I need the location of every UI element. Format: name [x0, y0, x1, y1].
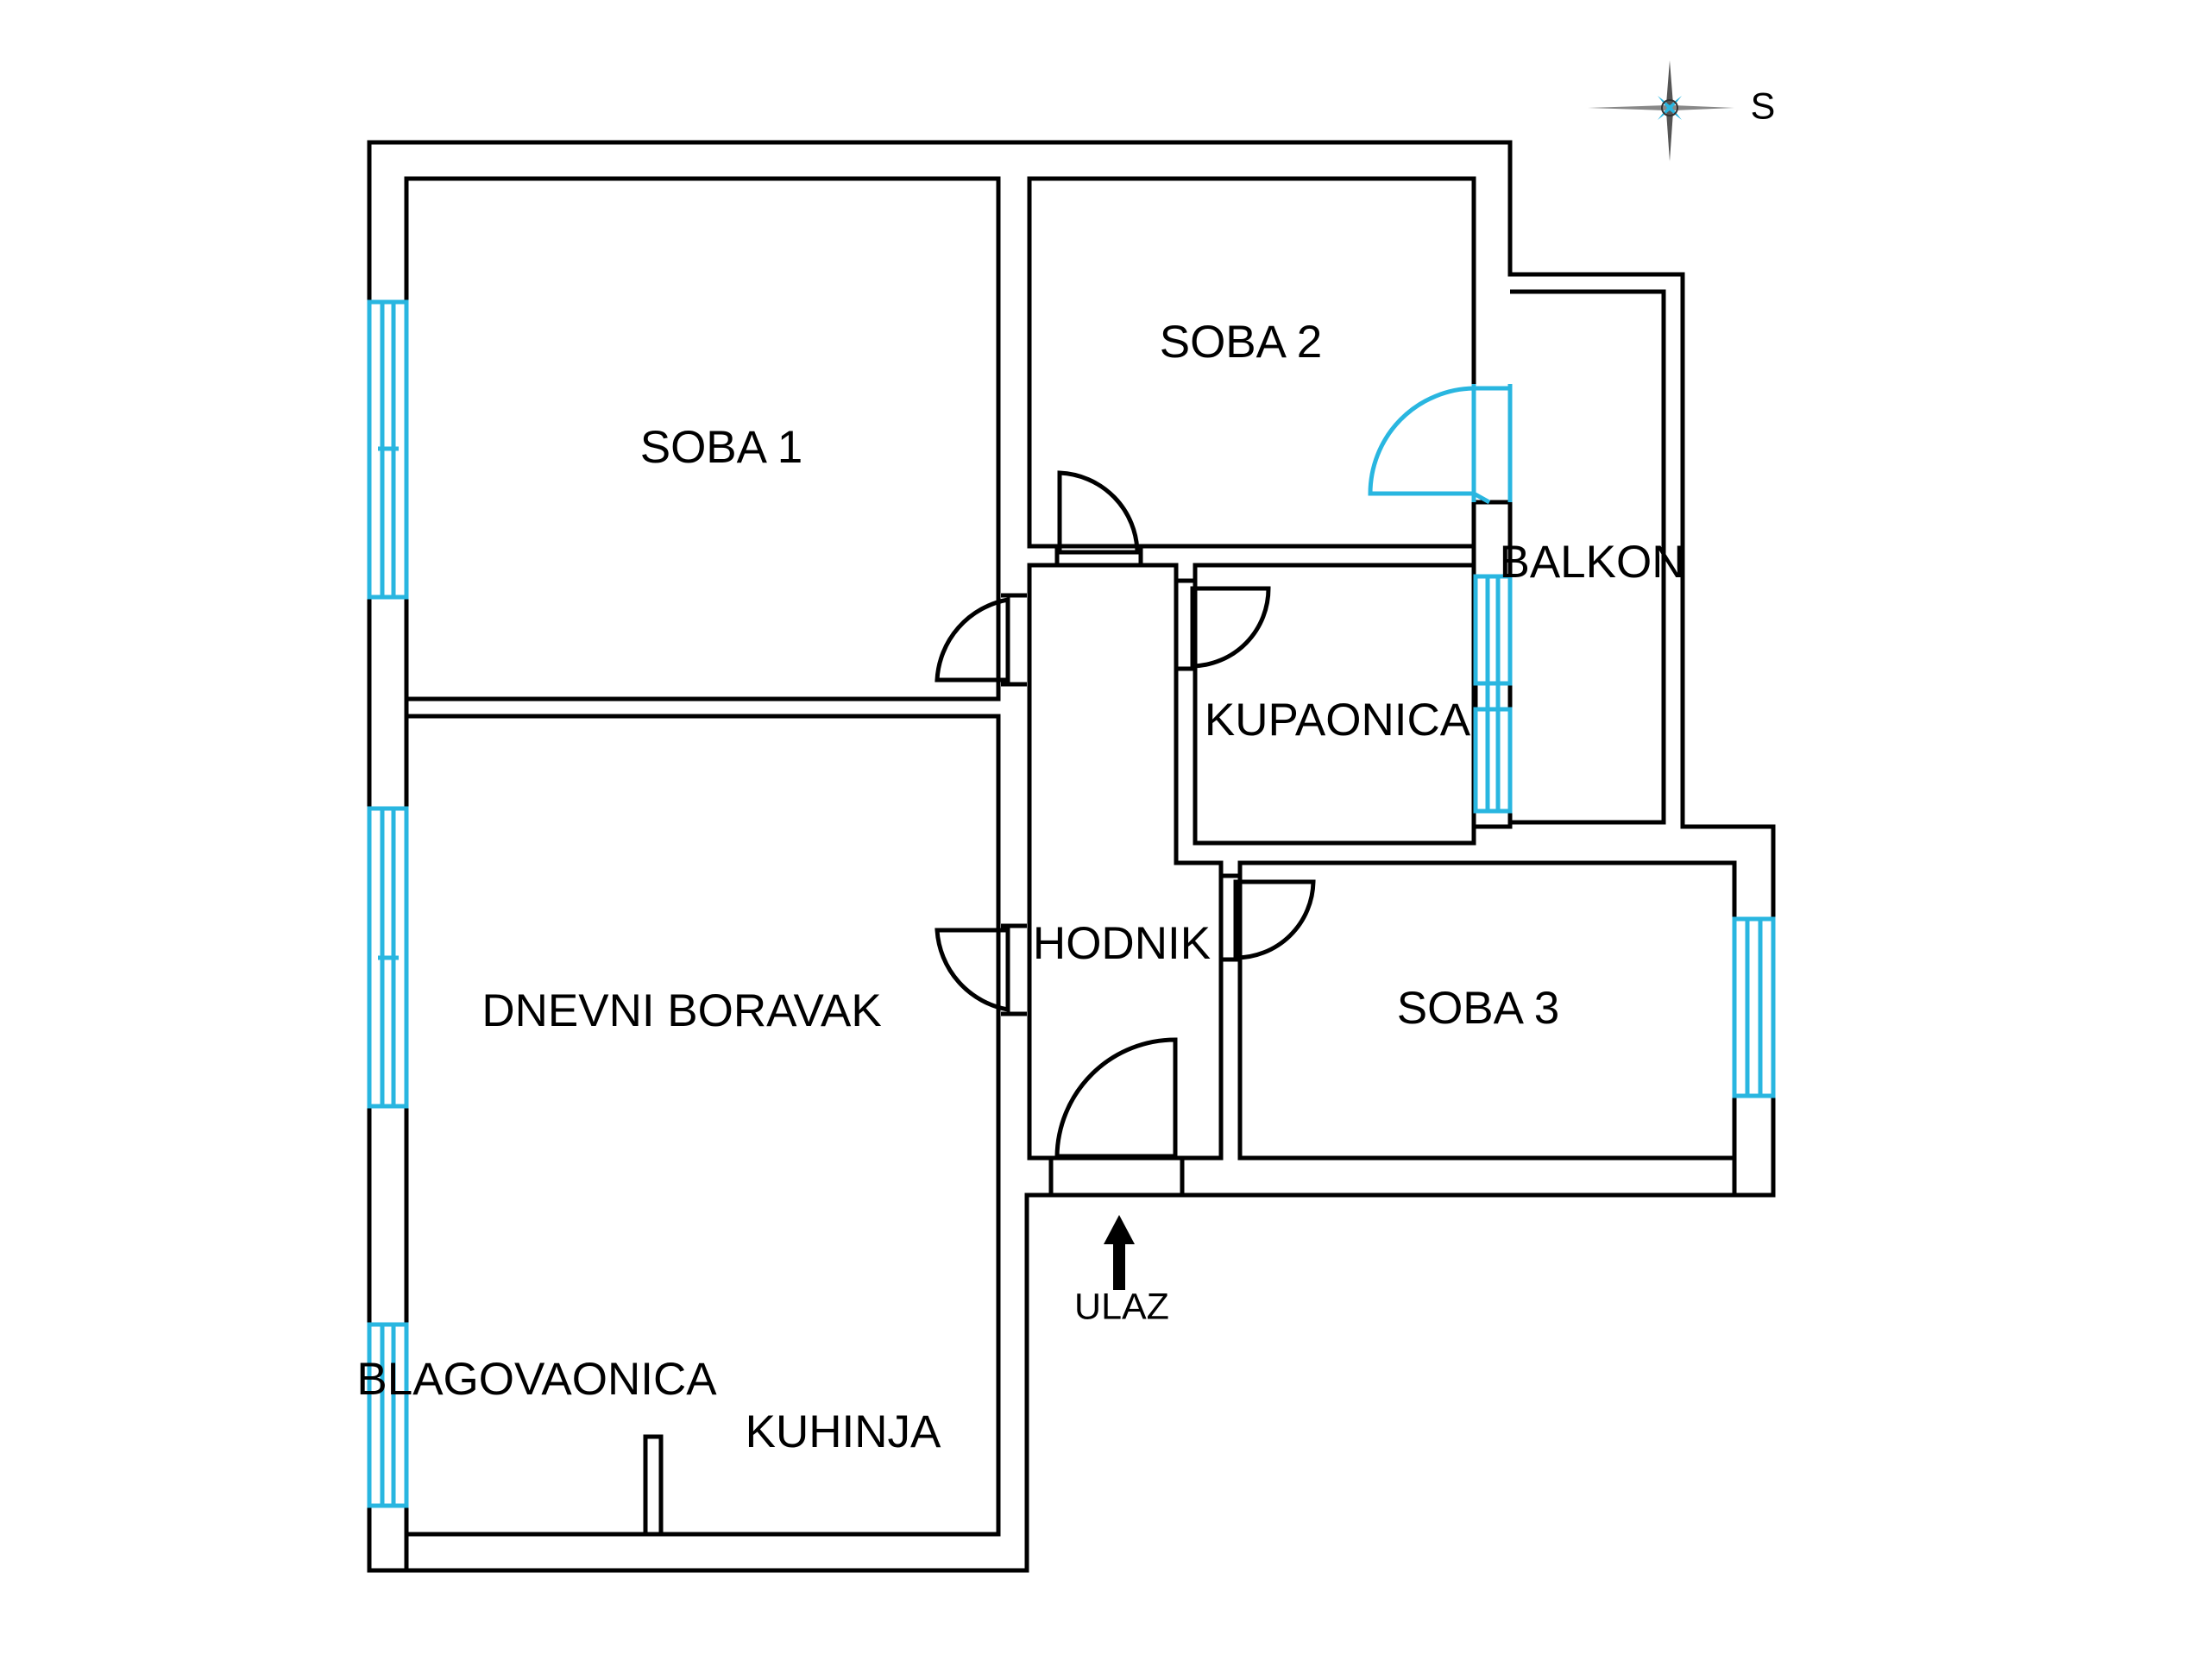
room-label-kuhinja: KUHINJA [746, 1406, 941, 1457]
entrance-arrow-icon [1104, 1215, 1135, 1290]
hodnik-wall [1027, 563, 1224, 1161]
door-kupaonica [1190, 586, 1271, 669]
compass-label: S [1751, 85, 1776, 127]
door-entrance [1054, 1037, 1178, 1159]
kitchen-partition [643, 1434, 664, 1537]
balkon-wall [1510, 289, 1666, 825]
soba2-wall [1027, 176, 1476, 549]
wall-pier [1732, 1093, 1776, 1198]
wall-block [1471, 809, 1513, 829]
door-dnevni [935, 928, 1010, 1012]
room-label-blagovaonica: BLAGOVAONICA [356, 1354, 717, 1405]
room-label-soba1: SOBA 1 [640, 422, 803, 473]
windows [367, 299, 1776, 1508]
wall-pier [367, 595, 409, 811]
window-dnevni [367, 806, 409, 1109]
room-label-soba2: SOBA 2 [1160, 317, 1323, 368]
room-label-dnevni-boravak: DNEVNI BORAVAK [481, 985, 881, 1036]
wall-block [1473, 681, 1513, 712]
room-label-hodnik: HODNIK [1033, 918, 1211, 969]
balcony-door [1368, 384, 1513, 505]
door-soba1 [935, 597, 1010, 683]
wall-pier [367, 1104, 409, 1327]
window-blagovaonica [367, 1322, 409, 1508]
room-label-kupaonica: KUPAONICA [1205, 695, 1471, 746]
window-kupaonica [1473, 574, 1513, 814]
window-soba3 [1732, 916, 1776, 1098]
compass-rose-icon [1588, 60, 1734, 161]
doors [935, 470, 1316, 1159]
room-label-balkon: BALKON [1499, 537, 1684, 588]
door-soba2 [1057, 470, 1140, 555]
door-soba3 [1233, 879, 1316, 960]
window-soba1 [367, 299, 409, 600]
room-label-soba3: SOBA 3 [1397, 983, 1560, 1034]
entrance-label: ULAZ [1074, 1286, 1169, 1327]
outer-wall [367, 140, 1776, 1573]
wall-pier [367, 1503, 409, 1573]
